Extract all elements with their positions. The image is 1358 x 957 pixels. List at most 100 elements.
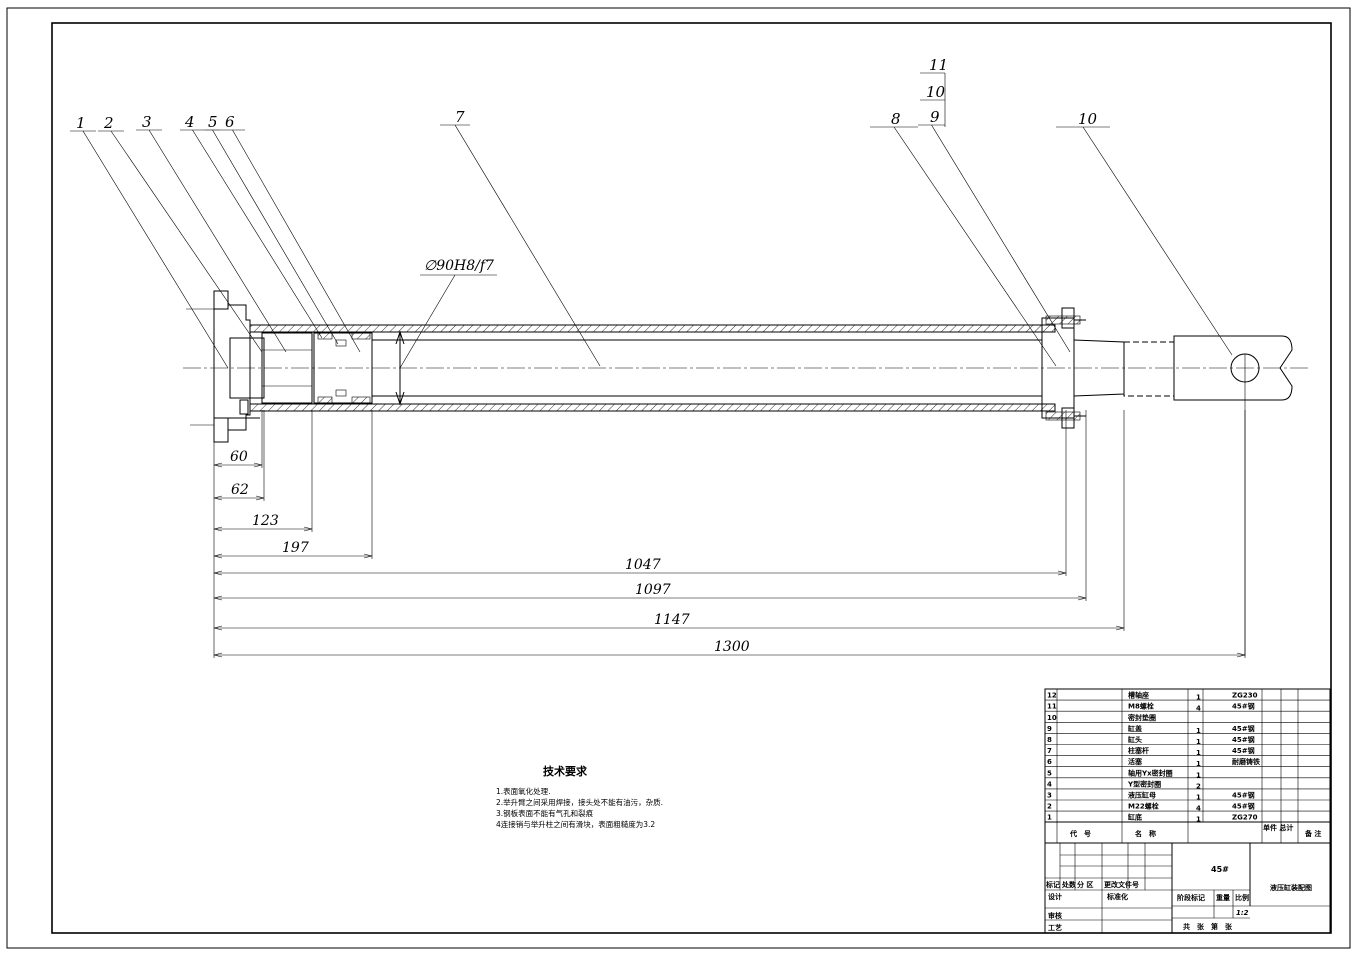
- bom-no: 10: [1047, 714, 1057, 722]
- bom-header-remark: 备 注: [1304, 829, 1321, 838]
- bom-qty: 2: [1196, 782, 1201, 790]
- dim-value-1047: 1047: [625, 557, 661, 573]
- bom-material: 45#钢: [1232, 791, 1255, 800]
- tb-title: 液压缸装配图: [1270, 883, 1312, 892]
- leader-line: [232, 129, 361, 353]
- note-4: 4连接销与举升柱之间有滑块，表面粗糙度为3.2: [496, 819, 655, 829]
- bom-qty: 4: [1196, 805, 1201, 813]
- bom-qty: 1: [1196, 738, 1201, 746]
- rod-eye: [1123, 335, 1293, 656]
- notes-title: 技术要求: [543, 764, 588, 778]
- part-label-2: 2: [103, 114, 114, 132]
- dim-value-197: 197: [282, 540, 309, 556]
- part-label-7: 7: [455, 108, 465, 126]
- bom-no: 3: [1047, 792, 1052, 800]
- bom-qty: 1: [1196, 771, 1201, 779]
- part-label-1: 1: [76, 114, 86, 132]
- bom-name: 缸头: [1127, 735, 1142, 744]
- bom-material: ZG270: [1232, 814, 1258, 822]
- fit-annotation: ∅90H8/f7: [424, 258, 494, 274]
- bom-material: ZG230: [1232, 692, 1258, 700]
- dim-value-60: 60: [230, 449, 248, 465]
- bom-qty: 1: [1196, 794, 1201, 802]
- leader-line: [82, 130, 229, 369]
- cylinder-base: [186, 290, 265, 443]
- bom-material: 45#钢: [1232, 724, 1255, 733]
- bom-no: 6: [1047, 758, 1052, 766]
- tb-sheets: 共 张 第 张: [1183, 922, 1233, 931]
- leader-line: [931, 124, 1071, 353]
- dim-arrow: [213, 526, 223, 532]
- bom-qty: 1: [1196, 749, 1201, 757]
- tb-std: 标准化: [1106, 892, 1128, 901]
- part-label-10: 10: [926, 83, 946, 101]
- bom-name: 柱塞杆: [1128, 746, 1149, 755]
- dim-arrow: [213, 652, 223, 658]
- note-3: 3.钢板表面不能有气孔和裂痕: [496, 808, 594, 818]
- dim-value-1300: 1300: [714, 639, 750, 655]
- dim-arrow: [213, 462, 223, 468]
- bom-material: 耐磨铸铁: [1232, 757, 1260, 766]
- part-label-4: 4: [184, 113, 195, 131]
- tb-mark: 标记: [1045, 880, 1060, 889]
- tb-change: 更改文件号: [1104, 880, 1139, 889]
- tb-stage: 阶段标记: [1177, 893, 1205, 902]
- bom-name: 密封垫圈: [1128, 713, 1156, 722]
- bom-no: 5: [1047, 769, 1052, 777]
- bom-no: 4: [1047, 780, 1052, 788]
- bom-no: 11: [1047, 703, 1057, 711]
- bom-no: 9: [1047, 725, 1052, 733]
- part-label-6: 6: [225, 113, 235, 131]
- leader-line: [148, 129, 287, 353]
- dim-value-1147: 1147: [654, 612, 690, 628]
- bom-name: M22螺栓: [1128, 802, 1159, 811]
- tb-count: 处数: [1061, 880, 1077, 889]
- technical-requirements: 技术要求 1.表面氧化处理. 2.举升臂之间采用焊接，接头处不能有油污，杂质. …: [496, 764, 663, 829]
- piston-assembly: [261, 332, 1042, 404]
- dim-arrow: [213, 553, 223, 559]
- bom-qty: 4: [1196, 705, 1201, 713]
- bom-material: 45#钢: [1232, 802, 1255, 811]
- bom-header-unit: 单件 总计: [1263, 823, 1293, 832]
- bom-header-code: 代 号: [1069, 829, 1091, 838]
- bom-qty: 1: [1196, 694, 1201, 702]
- part-label-3: 3: [142, 113, 152, 131]
- bom-qty: 1: [1196, 727, 1201, 735]
- outer-border: [6, 7, 1351, 949]
- tb-scale: 1:2: [1236, 909, 1249, 917]
- tb-process: 工艺: [1048, 923, 1062, 932]
- dim-arrow: [213, 495, 223, 501]
- bom-no: 7: [1047, 747, 1052, 755]
- bom-no: 1: [1047, 814, 1052, 822]
- bom-name: M8螺栓: [1128, 702, 1154, 711]
- part-label-10: 10: [1078, 110, 1098, 128]
- tb-design: 设计: [1048, 892, 1062, 901]
- part-label-8: 8: [891, 110, 901, 128]
- leader-line: [110, 130, 263, 353]
- bom-name: Y型密封圈: [1127, 779, 1161, 788]
- note-1: 1.表面氧化处理.: [496, 786, 551, 796]
- tb-check: 审核: [1048, 911, 1062, 920]
- dim-value-62: 62: [231, 482, 249, 498]
- dim-arrow: [213, 595, 223, 601]
- bom-header-name: 名 称: [1135, 829, 1156, 838]
- bom-no: 12: [1047, 692, 1057, 700]
- leader-line: [893, 126, 1057, 367]
- dim-value-123: 123: [252, 513, 279, 529]
- part-label-9: 9: [930, 108, 940, 126]
- bom-name: 液压缸母: [1128, 791, 1156, 800]
- tb-ratio: 比例: [1235, 893, 1249, 902]
- leader-line: [454, 124, 601, 367]
- bom-qty: 1: [1196, 760, 1201, 768]
- bom-name: 槽轴座: [1128, 691, 1149, 700]
- bom-material: 45#钢: [1232, 735, 1255, 744]
- bom-qty: 1: [1196, 816, 1201, 824]
- bom-name: 轴用Yx密封圈: [1128, 768, 1173, 777]
- dim-value-1097: 1097: [635, 582, 671, 598]
- bom-name: 缸底: [1127, 813, 1142, 822]
- leader-line: [192, 129, 323, 339]
